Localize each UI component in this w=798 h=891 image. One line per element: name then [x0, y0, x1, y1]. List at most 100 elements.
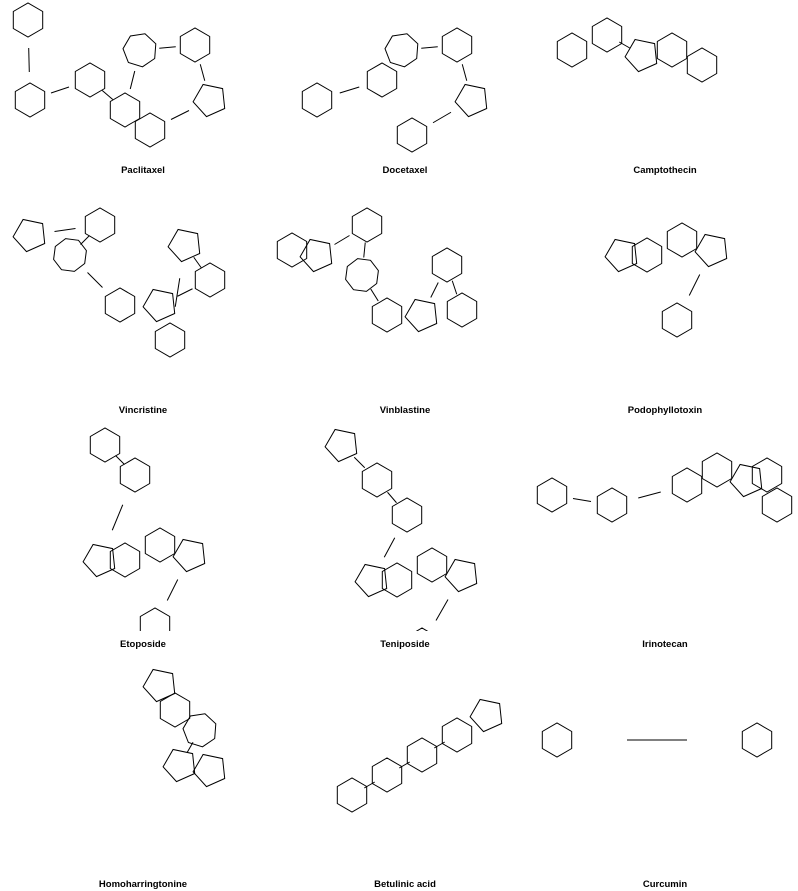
bond [54, 228, 76, 232]
bond [166, 579, 179, 601]
compound-label: Etoposide [120, 639, 166, 650]
ring [416, 547, 448, 583]
compound-label: Irinotecan [642, 639, 688, 650]
ring [82, 543, 116, 578]
ring [396, 117, 428, 153]
chemical-structure-drawing [276, 207, 478, 333]
bond [115, 455, 125, 465]
bond [461, 64, 468, 81]
ring [541, 722, 573, 758]
ring [556, 32, 588, 68]
bond [177, 288, 193, 297]
ring [12, 2, 44, 38]
bond [159, 46, 176, 49]
ring [194, 262, 226, 298]
ring [12, 218, 46, 253]
bond [434, 741, 445, 749]
bond [430, 282, 439, 298]
compound-podophyllotoxin: Podophyllotoxin [532, 185, 798, 416]
ring [354, 563, 388, 598]
ring [142, 668, 176, 703]
bond [111, 504, 124, 531]
ring [686, 47, 718, 83]
ring [761, 487, 793, 523]
ring [751, 457, 783, 493]
bond [87, 272, 103, 288]
chemical-structure-drawing [604, 222, 728, 338]
compound-teniposide: Teniposide [272, 420, 538, 650]
bond [186, 742, 194, 753]
ring [536, 477, 568, 513]
ring [415, 627, 429, 631]
compound-label: Vinblastine [379, 405, 431, 416]
compound-curcumin: Curcumin [532, 655, 798, 891]
ring [666, 222, 698, 258]
ring [361, 462, 393, 498]
chemical-structure-drawing [142, 668, 226, 788]
ring [381, 562, 413, 598]
bond [619, 41, 630, 49]
ring [345, 258, 379, 292]
ring [431, 247, 463, 283]
ring [142, 288, 176, 323]
ring [591, 17, 623, 53]
ring [446, 292, 478, 328]
bond [370, 288, 379, 302]
ring [134, 112, 166, 148]
ring [441, 27, 473, 63]
compound-vincristine: Vincristine [10, 185, 276, 416]
compound-homoharringtonine: Homoharringtonine [10, 655, 276, 891]
bond [364, 781, 375, 789]
ring [144, 527, 176, 563]
compound-label: Vincristine [118, 405, 168, 416]
bond [435, 599, 449, 621]
ring [454, 83, 488, 118]
bond [688, 274, 701, 296]
ring [172, 538, 206, 573]
bond [363, 242, 366, 258]
compound-vinblastine: Vinblastine [272, 185, 538, 416]
ring [604, 238, 638, 273]
chemical-structure-drawing [541, 722, 773, 758]
bond [80, 235, 90, 245]
bond [387, 491, 397, 504]
compound-label: Docetaxel [382, 165, 428, 176]
compound-paclitaxel: Paclitaxel [10, 0, 276, 180]
ring [694, 233, 728, 268]
bond [432, 111, 452, 124]
chemical-structure-drawing [12, 207, 226, 358]
ring [631, 237, 663, 273]
ring [671, 467, 703, 503]
ring [109, 92, 141, 128]
bond [199, 64, 206, 81]
bond [50, 86, 70, 94]
ring [324, 428, 358, 463]
ring [624, 38, 658, 73]
bond [28, 47, 30, 73]
bond [193, 256, 202, 269]
compound-label: Teniposide [380, 639, 430, 650]
ring [74, 62, 106, 98]
compound-label: Curcumin [642, 879, 688, 890]
compound-betulinic-acid: Betulinic acid [272, 655, 538, 891]
ring [167, 228, 201, 263]
ring [351, 207, 383, 243]
ring [84, 207, 116, 243]
ring [729, 463, 763, 498]
ring [53, 238, 87, 272]
ring [122, 33, 157, 68]
ring [182, 713, 217, 748]
bond [353, 456, 366, 469]
bond [101, 90, 114, 100]
chemical-structure-drawing [324, 428, 478, 631]
compound-label: Homoharringtonine [98, 879, 188, 890]
chemical-structure-drawing [336, 698, 503, 813]
ring [384, 33, 419, 68]
ring [162, 748, 196, 783]
compound-label: Podophyllotoxin [627, 405, 703, 416]
ring [336, 777, 368, 813]
ring [444, 558, 478, 593]
ring [371, 757, 403, 793]
ring [299, 238, 333, 273]
ring [391, 497, 423, 533]
